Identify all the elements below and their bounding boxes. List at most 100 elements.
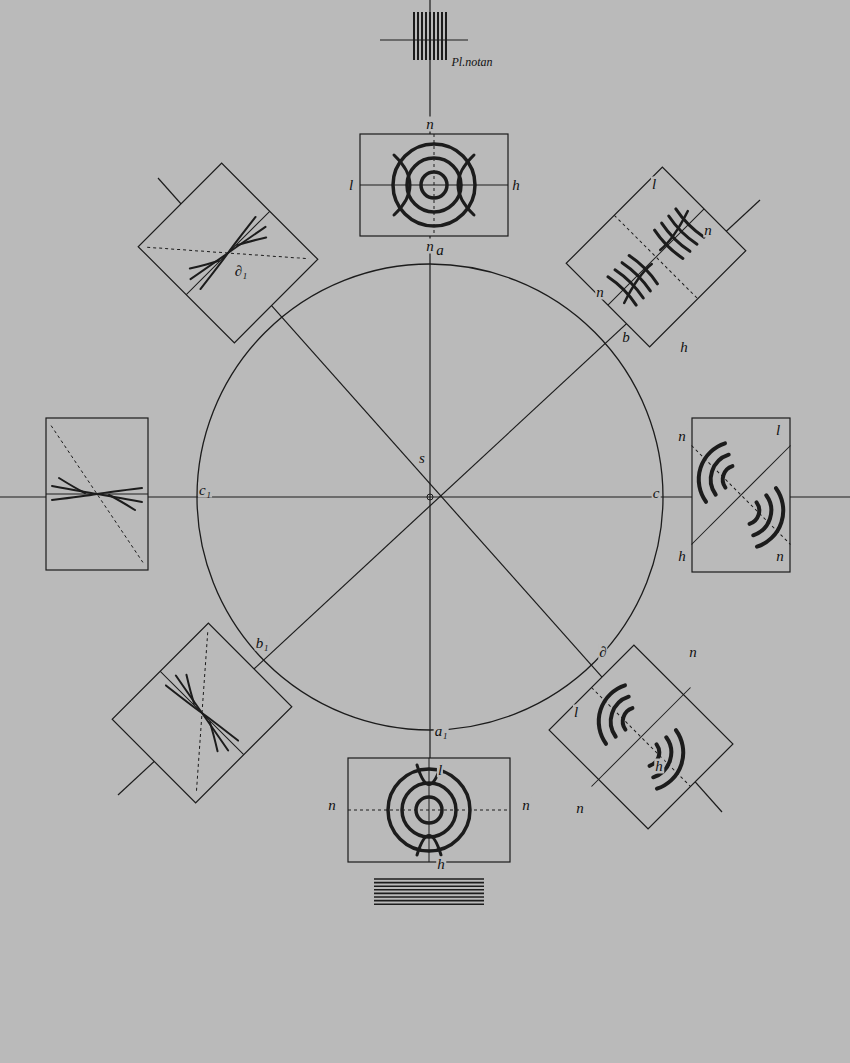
figure-frame: [549, 645, 733, 829]
stripe: [374, 896, 484, 898]
polarizer-label: Pl.notan: [451, 56, 494, 68]
isogyre-brush: [655, 211, 694, 250]
figure-frame: [46, 418, 148, 570]
direction-label: n: [575, 801, 585, 816]
interference-fringe: [660, 223, 690, 253]
circle-point-label: b₁: [255, 636, 270, 651]
figure-frame: [360, 134, 508, 236]
direction-label: n: [595, 285, 605, 300]
direction-label: l: [348, 178, 354, 193]
orientation-circle: [197, 264, 663, 730]
stripe: [441, 12, 443, 60]
circle-point-label: ∂: [598, 645, 607, 660]
circle-point-label: ∂₁: [234, 264, 249, 279]
figure-frame: [566, 167, 746, 347]
figure-frame: [138, 163, 318, 343]
figure-box: [112, 623, 292, 803]
isogyre-brush: [109, 495, 135, 510]
direction-label: n: [327, 798, 337, 813]
interference-fringe: [637, 730, 698, 791]
direction-label: l: [651, 177, 657, 192]
direction-label: h: [436, 857, 446, 872]
circle-point-label: a: [435, 243, 445, 258]
interference-ring: [388, 769, 470, 851]
isogyre-brush: [417, 836, 441, 856]
stripe: [374, 903, 484, 905]
isogyre-brush: [190, 250, 219, 279]
axis-line: [429, 758, 430, 862]
interference-fringe: [737, 488, 798, 549]
stripe: [445, 12, 447, 60]
figure-box: [566, 167, 746, 347]
isogyre-brush: [176, 675, 205, 704]
figure-box: [348, 758, 510, 862]
interference-ring: [402, 783, 456, 837]
axis-line: [592, 688, 691, 787]
isogyre-brush: [458, 155, 474, 215]
interference-fringe: [615, 268, 645, 298]
isogyre-brush: [199, 722, 228, 751]
stripe: [433, 12, 435, 60]
figure-frame: [348, 758, 510, 862]
direction-label: n: [425, 117, 435, 132]
figure-box: [138, 163, 318, 343]
circle-point-label: c₁: [198, 483, 212, 498]
interference-fringe: [622, 261, 652, 291]
stripe: [374, 885, 484, 887]
interference-fringe: [653, 230, 683, 260]
isogyre-brush: [165, 676, 240, 751]
direction-label: h: [511, 178, 521, 193]
interference-fringe: [674, 209, 704, 239]
direction-label: n: [703, 223, 713, 238]
direction-label: l: [775, 423, 781, 438]
axis-line: [692, 446, 791, 545]
axis-line: [186, 211, 269, 294]
direction-label: h: [679, 340, 689, 355]
interference-fringe: [629, 254, 659, 284]
stripe: [437, 12, 439, 60]
axis-line: [608, 209, 704, 305]
direction-label: h: [654, 759, 664, 774]
interference-fringe: [667, 216, 697, 246]
isogyre-brush: [52, 488, 142, 500]
direction-label: n: [677, 429, 687, 444]
circle-point-label: b: [621, 330, 631, 345]
interference-fringe: [742, 502, 765, 525]
isogyre-brush: [192, 217, 264, 289]
interference-ring: [393, 144, 475, 226]
polarizer-stripes: [380, 12, 468, 60]
figure-frame: [112, 623, 292, 803]
figure-box: [46, 418, 148, 570]
isogyre-brush: [618, 264, 657, 303]
stripe: [374, 900, 484, 902]
axis-line: [160, 671, 243, 754]
stripe: [413, 12, 415, 60]
direction-label: n: [688, 645, 698, 660]
stripe: [374, 878, 484, 880]
circle-point-label: s: [418, 451, 426, 466]
direction-label: n: [425, 239, 435, 254]
stripe: [417, 12, 419, 60]
interference-fringe: [683, 440, 744, 501]
isogyre-brush: [237, 227, 266, 256]
direction-label: h: [677, 549, 687, 564]
direction-label: n: [521, 798, 531, 813]
stripe: [429, 12, 431, 60]
center-point: [427, 494, 433, 500]
isogyre-brush: [394, 155, 410, 215]
isogyre-brush: [52, 486, 142, 502]
direction-label: n: [775, 549, 785, 564]
stripe: [425, 12, 427, 60]
direction-label: l: [573, 705, 579, 720]
interference-ring: [421, 172, 447, 198]
interference-fringe: [608, 275, 638, 305]
figure-box: [642, 396, 840, 594]
isogyre-brush: [59, 478, 85, 493]
circle-point-label: a₁: [434, 724, 449, 739]
stripe: [374, 882, 484, 884]
interference-fringe: [717, 465, 740, 488]
stripe: [421, 12, 423, 60]
isogyre-brush: [191, 216, 266, 291]
axis-line: [592, 688, 691, 787]
